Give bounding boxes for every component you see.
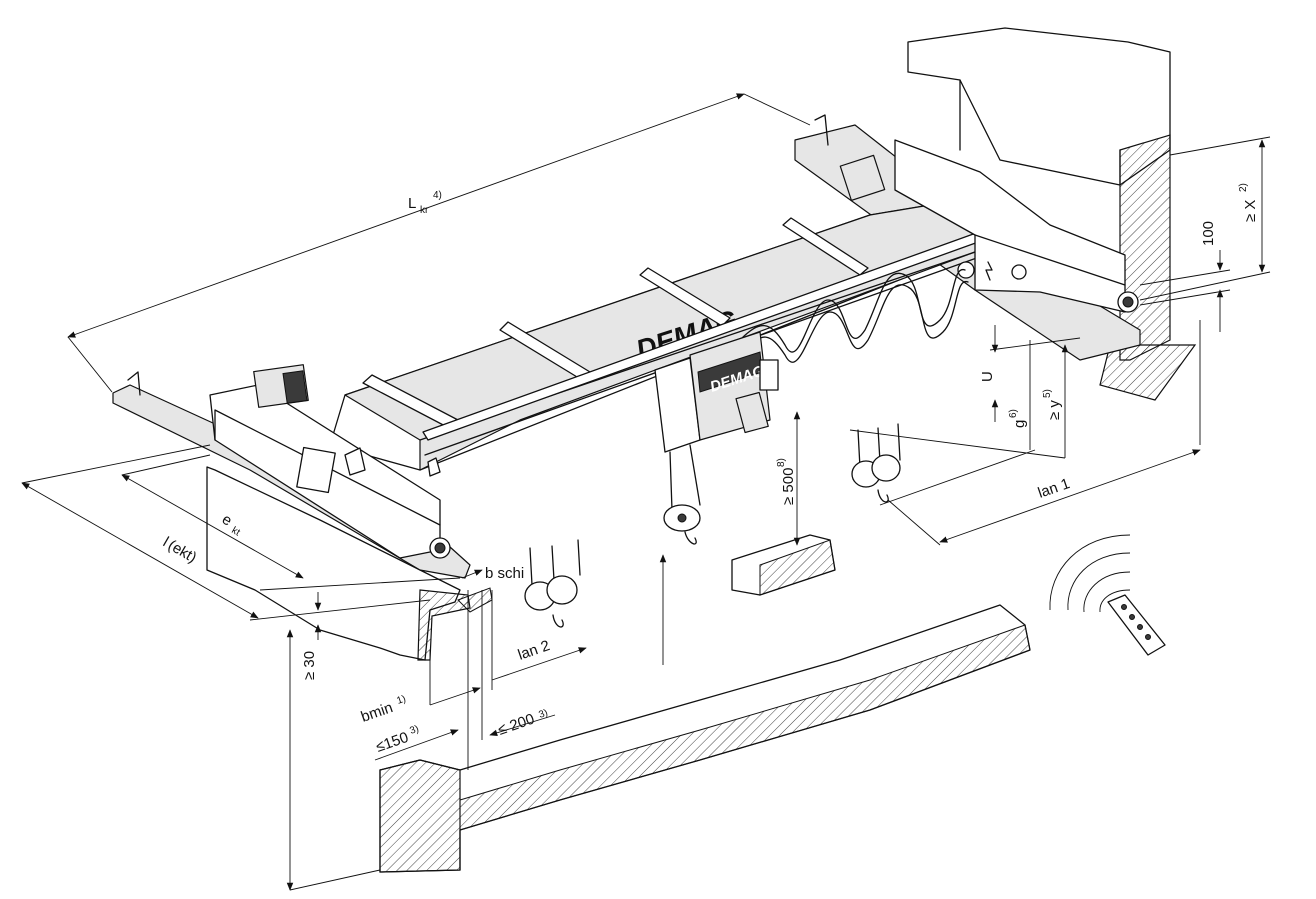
floor-beam <box>379 604 1031 873</box>
hoist-trolley: DEMAG <box>654 331 779 545</box>
label-L-kr-note: 4) <box>433 190 442 201</box>
label-U: U <box>979 371 996 382</box>
label-g: g <box>1011 420 1028 428</box>
label-y-note: 5) <box>1042 389 1053 398</box>
label-500-note: 8) <box>776 458 787 467</box>
label-150-note: 3) <box>408 724 420 737</box>
load-block <box>731 534 836 596</box>
right-end-carriage <box>839 139 1139 313</box>
spare-hook-right <box>851 423 901 503</box>
label-lan2: lan 2 <box>516 637 552 664</box>
label-b-schi: b schi <box>485 565 524 582</box>
label-g-note: 6) <box>1008 409 1019 418</box>
label-150: ≤150 <box>374 729 411 756</box>
left-end-carriage <box>209 364 451 559</box>
dimension-lines <box>21 93 1271 891</box>
label-200-note: 3) <box>537 708 549 721</box>
label-bmin-note: 1) <box>395 694 407 707</box>
label-L-kr-sub: kr <box>420 205 429 216</box>
radio-remote <box>1049 534 1166 656</box>
label-X: ≥ X <box>1242 200 1259 222</box>
festoon-cable <box>739 269 969 363</box>
label-30: ≥ 30 <box>301 651 318 680</box>
label-bmin: bmin <box>359 699 395 726</box>
label-100: 100 <box>1200 221 1217 246</box>
label-500: ≥ 500 <box>780 468 797 505</box>
label-X-note: 2) <box>1238 183 1249 192</box>
label-l-ekt-sub: (ekt) <box>165 537 199 567</box>
label-L-kr: L <box>408 195 416 212</box>
label-200: ≤ 200 <box>496 711 537 739</box>
spare-hook-left <box>524 539 581 628</box>
label-lan1: lan 1 <box>1036 475 1072 502</box>
label-l-ekt: l <box>160 534 171 550</box>
label-y: ≥ y <box>1046 400 1063 420</box>
